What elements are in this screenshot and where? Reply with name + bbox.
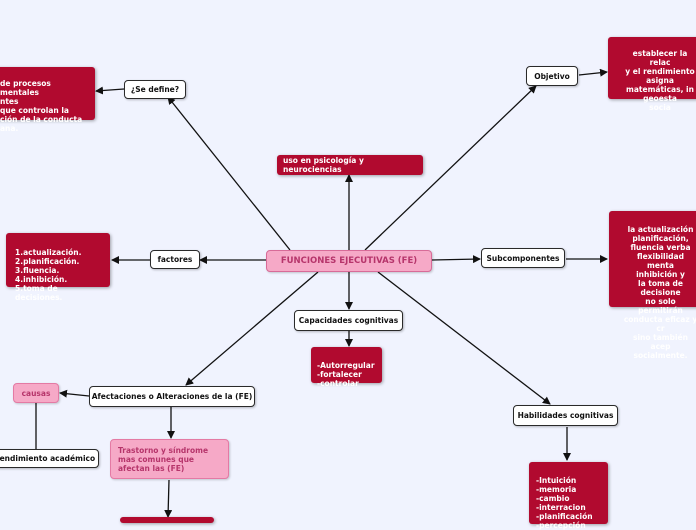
factores-node[interactable]: factores — [150, 250, 200, 269]
objetivo-text-box[interactable]: establecer la relac y el rendimiento asi… — [608, 37, 696, 112]
afectaciones-node[interactable]: Afectaciones o Alteraciones de la (FE) — [89, 386, 255, 407]
uso-box[interactable]: uso en psicología y neurociencias — [277, 155, 423, 175]
trastorno-child-box[interactable] — [120, 517, 214, 523]
subcomponentes-text-box[interactable]: la actualización planificación, fluencia… — [609, 211, 696, 360]
capacidades-node[interactable]: Capacidades cognitivas — [294, 310, 403, 331]
causas-node[interactable]: causas — [13, 383, 59, 403]
subcomponentes-label: Subcomponentes — [486, 253, 560, 263]
habilidades-node[interactable]: Habilidades cognitivas — [513, 405, 618, 426]
causas-label: causas — [21, 388, 51, 398]
central-topic[interactable]: FUNCIONES EJECUTIVAS (FE) — [266, 250, 432, 272]
define-text-box[interactable]: de procesos mentales ntes que controlan … — [0, 67, 95, 133]
objetivo-label: Objetivo — [534, 71, 570, 81]
edge-trastorno-next — [164, 479, 173, 518]
afectaciones-label: Afectaciones o Alteraciones de la (FE) — [91, 392, 253, 401]
define-label: ¿Se define? — [130, 85, 180, 94]
habilidades-text: -Intuición -memoria -cambio -interracion… — [536, 476, 593, 530]
subcomponentes-node[interactable]: Subcomponentes — [481, 248, 565, 268]
central-topic-label: FUNCIONES EJECUTIVAS (FE) — [280, 255, 418, 266]
trastorno-label: Trastorno y síndrome mas comunes que afe… — [118, 446, 209, 473]
factores-label: factores — [157, 255, 193, 264]
rendimiento-node[interactable]: rendimiento académico — [0, 449, 99, 468]
define-text: de procesos mentales ntes que controlan … — [0, 79, 83, 133]
factores-text-box[interactable]: 1.actualización. 2.planificación. 3.flue… — [6, 233, 110, 302]
rendimiento-label: rendimiento académico — [0, 454, 96, 463]
edge-define-text — [95, 86, 125, 95]
objetivo-text: establecer la relac y el rendimiento asi… — [625, 49, 695, 112]
define-node[interactable]: ¿Se define? — [124, 80, 186, 99]
capacidades-label: Capacidades cognitivas — [298, 316, 399, 325]
objetivo-node[interactable]: Objetivo — [526, 66, 578, 86]
capacidades-text: -Autorregular -fortalecer -controlar — [317, 361, 375, 388]
edge-central-afectaciones — [185, 271, 319, 386]
habilidades-text-box[interactable]: -Intuición -memoria -cambio -interracion… — [529, 462, 608, 530]
edge-central-objetivo — [364, 85, 537, 251]
edge-central-define — [167, 96, 291, 251]
edge-central-habilidades — [377, 271, 551, 405]
capacidades-text-box[interactable]: -Autorregular -fortalecer -controlar — [311, 347, 382, 388]
edge-afectaciones-causas — [59, 389, 90, 398]
factores-text: 1.actualización. 2.planificación. 3.flue… — [15, 248, 82, 302]
subcomponentes-text: la actualización planificación, fluencia… — [623, 225, 696, 360]
edge-central-subcomponentes — [431, 255, 481, 264]
trastorno-node[interactable]: Trastorno y síndrome mas comunes que afe… — [110, 439, 229, 479]
habilidades-label: Habilidades cognitivas — [517, 411, 614, 420]
uso-text: uso en psicología y neurociencias — [283, 156, 364, 174]
edge-objetivo-text — [578, 68, 608, 77]
